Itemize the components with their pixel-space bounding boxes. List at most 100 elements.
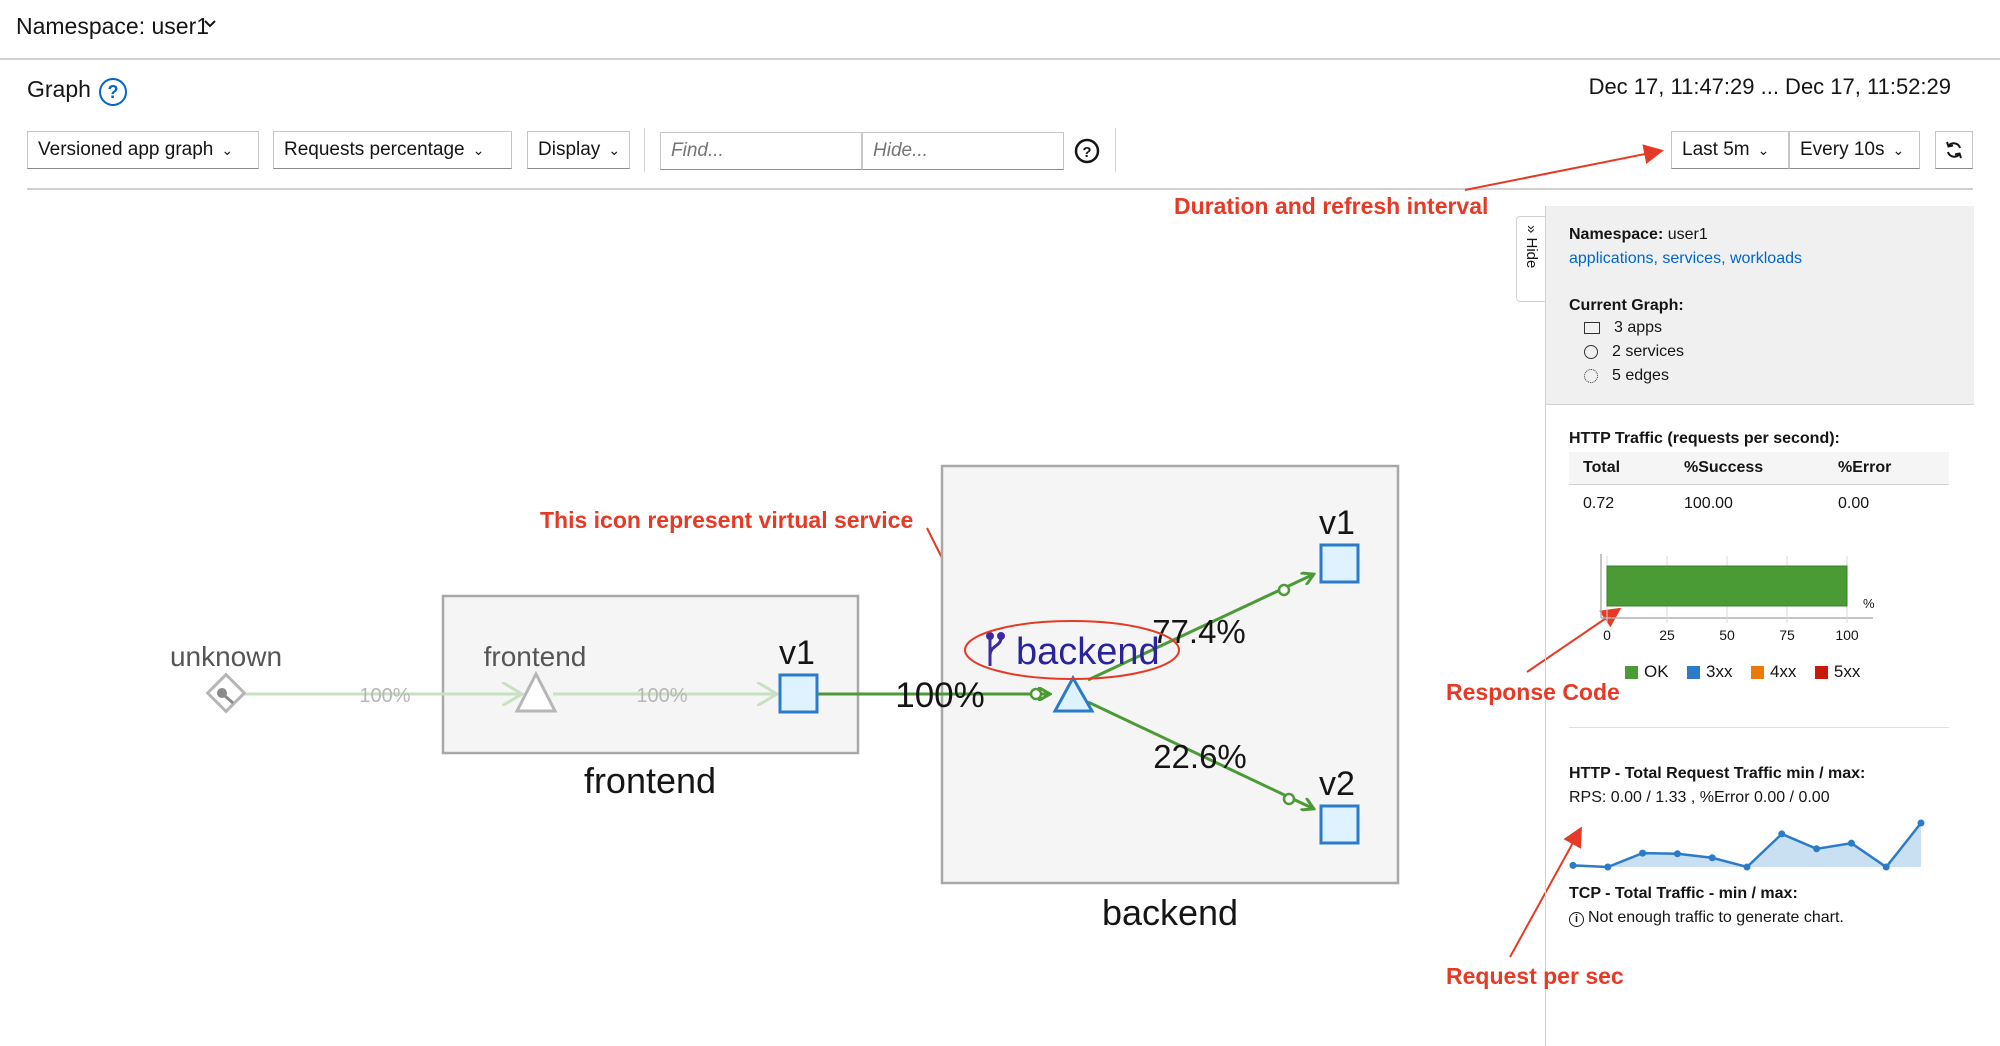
hide-panel-toggle[interactable]: » Hide — [1516, 216, 1545, 302]
backend-v2-node[interactable] — [1319, 804, 1360, 845]
duration-dropdown[interactable]: Last 5m ⌄ — [1671, 131, 1789, 169]
edge-backend-v2 — [1087, 700, 1312, 808]
time-range-display: Dec 17, 11:47:29 ... Dec 17, 11:52:29 — [1588, 74, 1951, 99]
node-label: v2 — [1319, 765, 1355, 803]
sparkline-point — [1639, 849, 1647, 857]
frontend-v1-node[interactable] — [778, 673, 819, 714]
response-code-legend: OK 3xx 4xx 5xx — [1625, 662, 1874, 682]
tick-label: 50 — [1719, 627, 1735, 642]
chevron-down-icon: ⌄ — [221, 142, 234, 158]
traffic-table-header: Total %Success %Error — [1569, 452, 1949, 485]
edge-backend-v1 — [1087, 575, 1312, 682]
chevron-down-icon: ⌄ — [1892, 142, 1905, 158]
namespace-summary: Namespace: user1 applications, services,… — [1546, 206, 1974, 405]
table-row: 0.72 100.00 0.00 — [1569, 488, 1949, 518]
sparkline-point — [1743, 863, 1751, 871]
sparkline-point — [1604, 863, 1612, 871]
sparkline-point — [1917, 819, 1925, 827]
node-label: v1 — [1319, 504, 1355, 542]
toolbar-divider — [644, 128, 645, 172]
table-header: %Success — [1684, 459, 1764, 476]
frontend-service-node[interactable] — [514, 670, 558, 713]
node-label: backend — [1016, 631, 1160, 673]
duration-annotation-arrow — [1464, 144, 1664, 191]
namespace-bar: Namespace: user1 — [0, 0, 2000, 60]
section-divider — [1569, 727, 1949, 728]
unit-label: % — [1863, 596, 1875, 611]
applications-link[interactable]: applications — [1569, 250, 1654, 267]
table-header: Total — [1583, 459, 1621, 476]
edge-label: 77.4% — [1152, 613, 1246, 650]
page-title: Graph — [27, 76, 91, 102]
chevron-down-icon[interactable] — [203, 17, 217, 31]
tcp-message: Not enough traffic to generate chart. — [1588, 909, 1844, 926]
tick-label: 0 — [1603, 627, 1611, 642]
duration-annotation: Duration and refresh interval — [1174, 193, 1489, 219]
edge-label: 100% — [359, 685, 410, 707]
sparkline-point — [1778, 830, 1786, 838]
bar-ok — [1606, 565, 1848, 607]
node-label: frontend — [484, 641, 587, 672]
services-count: 2 services — [1612, 343, 1685, 360]
workloads-link[interactable]: workloads — [1729, 250, 1802, 267]
table-cell: 100.00 — [1684, 495, 1733, 512]
display-dropdown[interactable]: Display ⌄ — [527, 131, 630, 169]
edge-labels-label: Requests percentage — [284, 139, 465, 161]
backend-box-label: backend — [1102, 892, 1238, 933]
sparkline-area — [1573, 823, 1921, 867]
namespace-value: user1 — [1667, 226, 1708, 243]
backend-service-node[interactable] — [1052, 674, 1095, 713]
edge-label: 22.6% — [1153, 738, 1247, 775]
tick-label: 75 — [1779, 627, 1795, 642]
find-help-icon[interactable]: ? — [1074, 138, 1100, 164]
key-icon — [217, 688, 227, 698]
namespace-key: Namespace: — [1569, 226, 1664, 243]
apps-count: 3 apps — [1614, 319, 1663, 336]
graph-type-label: Versioned app graph — [38, 139, 214, 161]
refresh-button[interactable] — [1935, 131, 1973, 169]
chevron-down-icon: ⌄ — [1757, 142, 1770, 158]
node-label: v1 — [779, 634, 815, 672]
virtual-service-icon — [986, 632, 1005, 666]
services-link[interactable]: services — [1662, 250, 1722, 267]
duration-label: Last 5m — [1682, 139, 1750, 161]
graph-type-dropdown[interactable]: Versioned app graph ⌄ — [27, 131, 259, 169]
chevron-down-icon: ⌄ — [608, 142, 621, 158]
toolbar-divider-line — [27, 188, 1973, 190]
help-icon[interactable]: ? — [99, 78, 127, 106]
rps-sparkline — [1569, 819, 1925, 871]
table-cell: 0.00 — [1838, 495, 1870, 512]
table-cell: 0.72 — [1583, 495, 1615, 512]
table-header: %Error — [1838, 459, 1892, 476]
http-total-title: HTTP - Total Request Traffic min / max: — [1569, 765, 1866, 782]
tick-label: 25 — [1659, 627, 1675, 642]
frontend-box-label: frontend — [584, 760, 716, 801]
hide-input[interactable] — [862, 132, 1064, 170]
edges-icon — [1584, 368, 1598, 383]
chevron-down-icon: ⌄ — [472, 142, 485, 158]
refresh-interval-label: Every 10s — [1800, 139, 1885, 161]
response-code-annotation-arrow — [1526, 607, 1622, 673]
request-per-sec-annotation: Request per sec — [1446, 963, 1624, 989]
sparkline-point — [1847, 839, 1855, 847]
info-icon: i — [1569, 912, 1584, 927]
sparkline-point — [1882, 863, 1890, 871]
refresh-icon — [1946, 141, 1962, 159]
current-graph-label: Current Graph: — [1569, 297, 1684, 314]
backend-v1-node[interactable] — [1319, 543, 1360, 584]
toolbar-divider — [1115, 128, 1116, 172]
legend-item-4xx: 4xx — [1750, 662, 1796, 681]
http-total-values: RPS: 0.00 / 1.33 , %Error 0.00 / 0.00 — [1569, 789, 1830, 806]
node-label: unknown — [170, 641, 282, 672]
summary-panel: Namespace: user1 applications, services,… — [1545, 206, 1974, 1046]
edge-labels-dropdown[interactable]: Requests percentage ⌄ — [273, 131, 512, 169]
find-input[interactable] — [660, 132, 862, 170]
tcp-title: TCP - Total Traffic - min / max: — [1569, 885, 1798, 902]
display-label: Display — [538, 139, 601, 161]
refresh-interval-dropdown[interactable]: Every 10s ⌄ — [1789, 131, 1920, 169]
graph-canvas[interactable]: frontend backend 100% 100% 100% 77.4% 22… — [0, 195, 1510, 1046]
edges-count: 5 edges — [1612, 367, 1669, 384]
edge-label: 100% — [895, 676, 985, 715]
namespace-selector[interactable]: Namespace: user1 — [16, 13, 210, 39]
